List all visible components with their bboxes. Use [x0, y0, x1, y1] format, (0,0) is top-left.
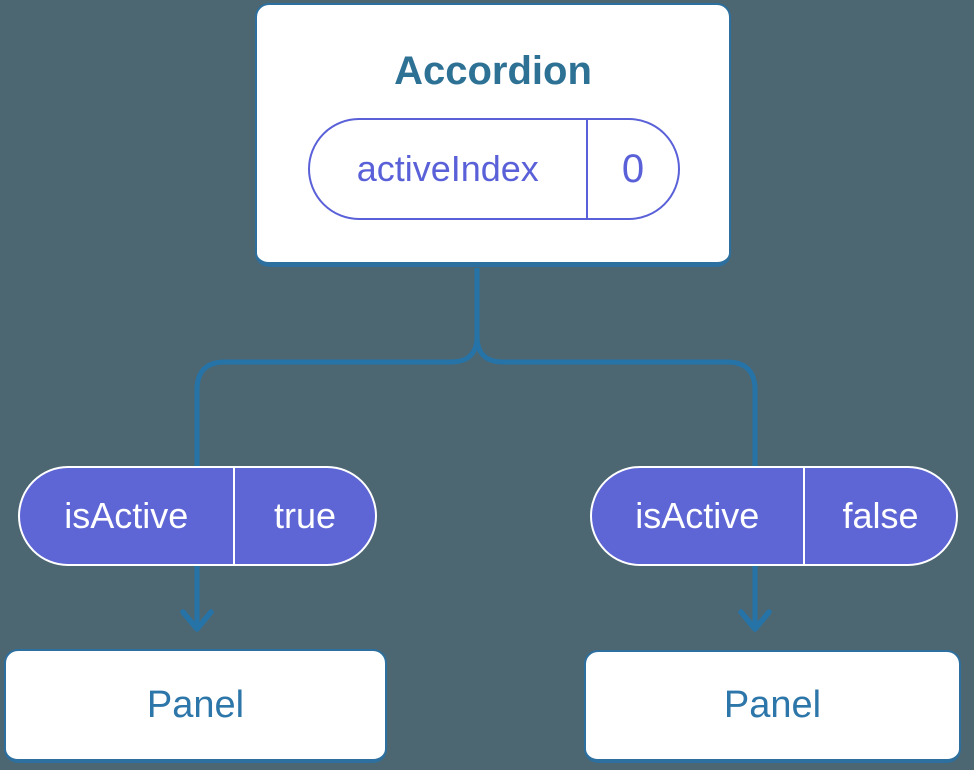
prop-pill: activeIndex 0: [308, 118, 680, 220]
arrow-down-icon: [180, 609, 214, 632]
edge-accordion-to-left-pill: [194, 268, 480, 625]
pill-divider: [585, 120, 588, 218]
state-pill-value: false: [842, 495, 919, 536]
panel-node-right: Panel: [584, 650, 961, 763]
panel-label: Panel: [723, 684, 822, 726]
pill-divider: [802, 468, 805, 564]
state-pill-right: isActive false: [590, 466, 958, 566]
edge-accordion-to-right-pill: [474, 268, 758, 625]
accordion-node: Accordion activeIndex 0: [255, 3, 731, 267]
panel-node-left: Panel: [4, 649, 387, 763]
panel-label: Panel: [146, 683, 245, 726]
state-pill-left: isActive true: [18, 466, 377, 566]
state-pill-name: isActive: [635, 495, 760, 536]
pill-divider: [232, 468, 235, 564]
state-pill-name: isActive: [64, 495, 189, 536]
state-pill-value: true: [273, 495, 337, 536]
prop-pill-name: activeIndex: [356, 148, 539, 189]
arrow-down-icon: [738, 609, 772, 632]
prop-pill-value: 0: [621, 146, 645, 191]
accordion-title: Accordion: [394, 49, 592, 93]
